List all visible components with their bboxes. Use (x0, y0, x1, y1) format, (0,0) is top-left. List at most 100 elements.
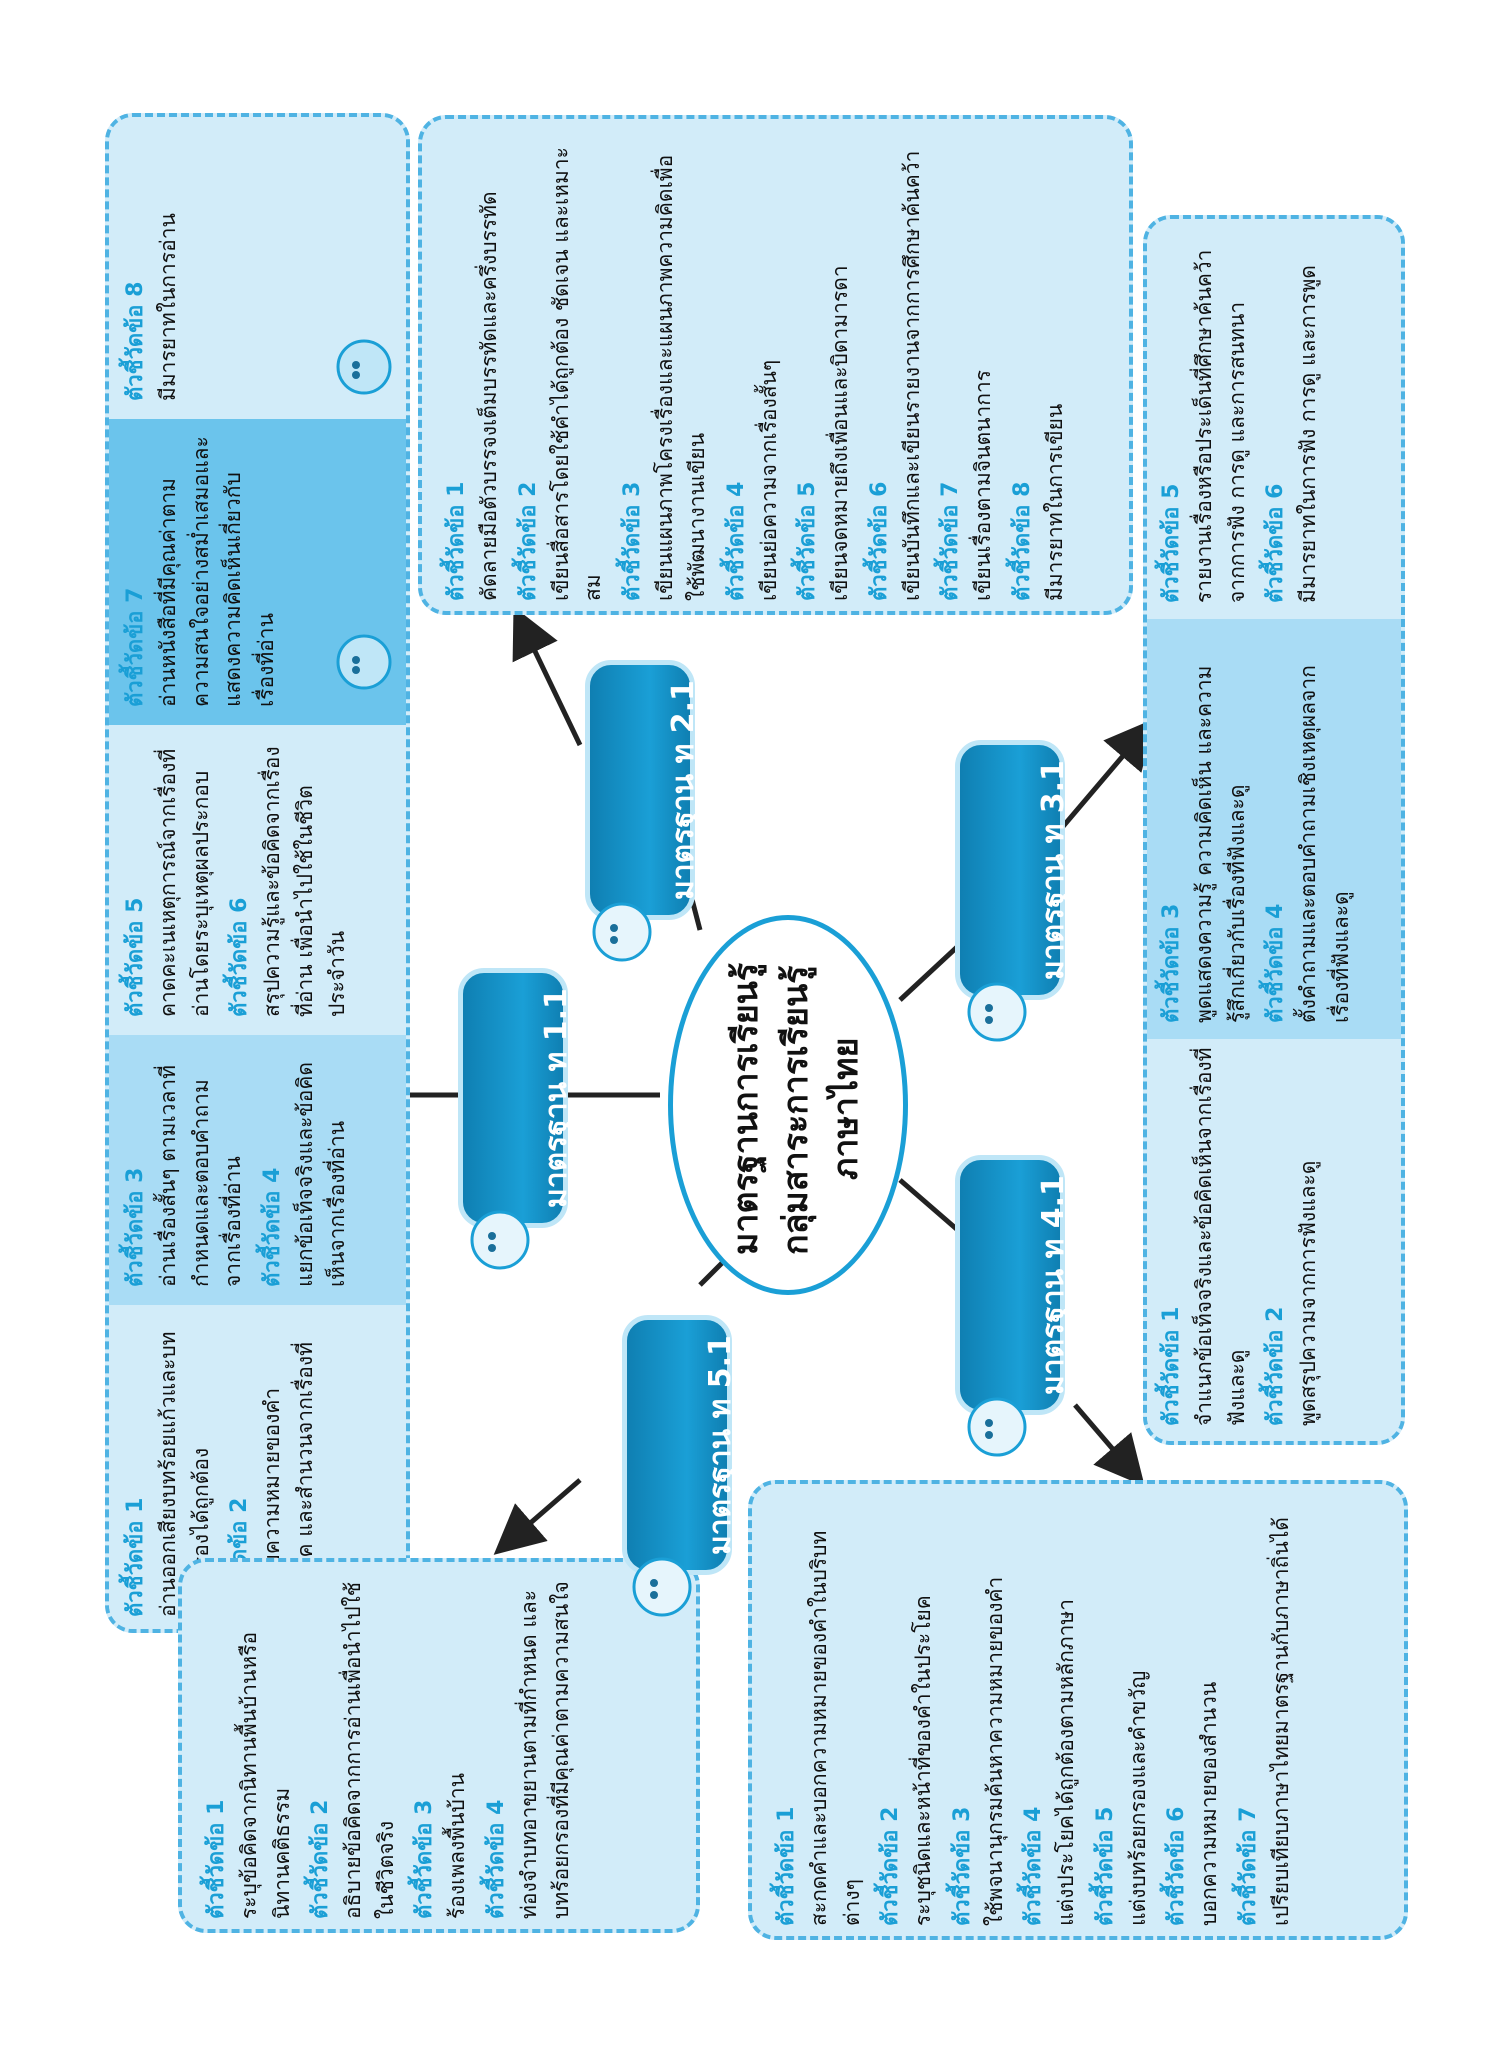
indicator-label: ตัวชี้วัดข้อ 7 (1235, 1806, 1261, 1926)
indicator-item: ตัวชี้วัดข้อ 7 เขียนเรื่องตามจินตนาการ (932, 137, 1000, 601)
indicator-text: เขียนจดหมายถึงเพื่อนและบิดามารดา (828, 265, 853, 601)
mascot-icon (632, 1557, 692, 1617)
standard-label: มาตรฐาน ท 5.1 (703, 1335, 738, 1555)
panel-standard-2-1: ตัวชี้วัดข้อ 1 คัดลายมือตัวบรรจงเต็มบรรทั… (418, 115, 1133, 615)
indicator-item: ตัวชี้วัดข้อ 7 เปรียบเทียบภาษาไทยมาตรฐานก… (1230, 1502, 1298, 1926)
indicator-text: เปรียบเทียบภาษาไทยมาตรฐานกับภาษาถิ่นได้ (1268, 1517, 1293, 1926)
indicator-label: ตัวชี้วัดข้อ 1 (444, 481, 469, 601)
indicator-label: ตัวชี้วัดข้อ 1 (774, 1806, 799, 1926)
panel-3-1-col3: ตัวชี้วัดข้อ 5 รายงานเรื่องหรือประเด็นที่… (1147, 226, 1401, 611)
panel-1-1-col3-bg (109, 725, 406, 1035)
indicator-label: ตัวชี้วัดข้อ 3 (412, 1799, 438, 1919)
indicator-text: ท่องจำบทอาขยานตามที่กำหนด และบทร้อยกรองท… (516, 1581, 574, 1919)
indicator-label: ตัวชี้วัดข้อ 6 (1263, 483, 1289, 603)
indicator-text: เขียนเรื่องตามจินตนาการ (971, 369, 996, 601)
indicator-label: ตัวชี้วัดข้อ 2 (878, 1806, 904, 1926)
indicator-label: ตัวชี้วัดข้อ 2 (1263, 1306, 1289, 1426)
center-title-line2: กลุ่มสาระการเรียนรู้ (776, 965, 816, 1255)
panel-3-1-col3-bg (1147, 219, 1401, 619)
standard-label: มาตรฐาน ท 3.1 (1036, 760, 1071, 980)
indicator-label: ตัวชี้วัดข้อ 7 (123, 587, 148, 707)
indicator-text: พูดแสดงความรู้ ความคิดเห็น และความรู้สึก… (1192, 665, 1249, 1023)
standard-label: มาตรฐาน ท 4.1 (1036, 1175, 1071, 1395)
indicator-label: ตัวชี้วัดข้อ 2 (515, 481, 541, 601)
indicator-label: ตัวชี้วัดข้อ 3 (123, 1167, 148, 1287)
indicator-label: ตัวชี้วัดข้อ 4 (483, 1799, 509, 1919)
indicator-text: ระบุชนิดและหน้าที่ของคำในประโยค (911, 1595, 936, 1926)
center-bubble: มาตรฐานการเรียนรู้ กลุ่มสาระการเรียนรู้ … (668, 915, 908, 1295)
standard-label: มาตรฐาน ท 2.1 (666, 680, 701, 900)
indicator-label: ตัวชี้วัดข้อ 8 (1009, 481, 1035, 601)
indicator-text: มีมารยาทในการอ่าน (156, 213, 180, 401)
indicator-item: ตัวชี้วัดข้อ 2 ระบุชนิดและหน้าที่ของคำในป… (872, 1502, 940, 1926)
standard-box-1-1: มาตรฐาน ท 1.1 (458, 968, 574, 1228)
indicator-text: คาดคะเนเหตุการณ์จากเรื่องที่อ่านโดยระบุเ… (156, 748, 213, 1017)
panel-3-1-col1-bg (1147, 1039, 1401, 1441)
panel-3-1-col1: ตัวชี้วัดข้อ 1 จำแนกข้อเท็จจริงและข้อคิดเ… (1147, 1039, 1401, 1434)
indicator-item: ตัวชี้วัดข้อ 4 แต่งประโยคได้ถูกต้องตามหลั… (1015, 1502, 1083, 1926)
indicator-label: ตัวชี้วัดข้อ 5 (795, 481, 821, 601)
indicator-text: คัดลายมือตัวบรรจงเต็มบรรทัดและครึ่งบรรทั… (477, 191, 501, 601)
indicator-label: ตัวชี้วัดข้อ 6 (866, 481, 892, 601)
indicator-label: ตัวชี้วัดข้อ 8 (123, 281, 148, 401)
indicator-item: ตัวชี้วัดข้อ 5 เขียนจดหมายถึงเพื่อนและบิด… (789, 137, 857, 601)
arrow-3-1 (1058, 718, 1155, 832)
indicator-text: อ่านหนังสือที่มีคุณค่าตามความสนใจอย่างสม… (156, 436, 278, 707)
panel-standard-5-1: ตัวชี้วัดข้อ 1 ระบุข้อคิดจากนิทานพื้นบ้าน… (178, 1558, 700, 1933)
indicator-item: ตัวชี้วัดข้อ 4 ท่องจำบทอาขยานตามที่กำหนด … (478, 1580, 578, 1919)
mascot-icon (592, 902, 652, 962)
indicator-item: ตัวชี้วัดข้อ 1 คัดลายมือตัวบรรจงเต็มบรรทั… (438, 137, 506, 601)
indicator-item: ตัวชี้วัดข้อ 8 มีมารยาทในการเขียน (1004, 137, 1072, 601)
standard-label: มาตรฐาน ท 1.1 (539, 988, 574, 1208)
mascot-icon (470, 1210, 530, 1270)
indicator-item: ตัวชี้วัดข้อ 2 เขียนสื่อสารโดยใช้คำได้ถูก… (510, 137, 610, 601)
indicator-text: แยกข้อเท็จจริงและข้อคิดเห็นจากเรื่องที่อ… (292, 1061, 350, 1287)
arrow-4-1 (1073, 1403, 1145, 1487)
indicator-text: แต่งประโยคได้ถูกต้องตามหลักภาษา (1054, 1598, 1079, 1926)
indicator-label: ตัวชี้วัดข้อ 5 (1159, 483, 1184, 603)
indicator-text: สรุปความรู้และข้อคิดจากเรื่องที่อ่าน เพื… (260, 746, 350, 1017)
mascot-icon (967, 982, 1027, 1042)
indicator-text: บอกความหมายของสำนวน (1197, 1681, 1222, 1926)
indicator-text: แต่งบทร้อยกรองและคำขวัญ (1125, 1670, 1150, 1926)
indicator-label: ตัวชี้วัดข้อ 1 (123, 1497, 148, 1617)
panel-5-1-content: ตัวชี้วัดข้อ 1 ระบุข้อคิดจากนิทานพื้นบ้าน… (192, 1572, 692, 1927)
indicator-label: ตัวชี้วัดข้อ 4 (1263, 903, 1289, 1023)
indicator-text: เขียนแผนภาพโครงเรื่องและแผนภาพความคิดเพื… (652, 154, 710, 601)
indicator-label: ตัวชี้วัดข้อ 6 (227, 897, 253, 1017)
indicator-text: จำแนกข้อเท็จจริงและข้อคิดเห็นจากเรื่องที… (1192, 1047, 1249, 1426)
indicator-text: เขียนสื่อสารโดยใช้คำได้ถูกต้อง ชัดเจน แล… (548, 147, 606, 601)
center-title-line1: มาตรฐานการเรียนรู้ (726, 962, 766, 1255)
indicator-text: ตั้งคำถามและตอบคำถามเชิงเหตุผลจากเรื่องท… (1296, 665, 1353, 1023)
indicator-label: ตัวชี้วัดข้อ 1 (204, 1799, 229, 1919)
mascot-icon (967, 1397, 1027, 1457)
standard-box-5-1: มาตรฐาน ท 5.1 (622, 1315, 738, 1575)
standard-box-3-1: มาตรฐาน ท 3.1 (955, 740, 1071, 1000)
indicator-label: ตัวชี้วัดข้อ 7 (938, 481, 964, 601)
cartoon-girl-icon (336, 339, 392, 395)
indicator-text: มีมารยาทในการเขียน (1042, 403, 1067, 601)
indicator-text: ระบุข้อคิดจากนิทานพื้นบ้านหรือนิทานคติธร… (237, 1631, 294, 1919)
standard-box-4-1: มาตรฐาน ท 4.1 (955, 1155, 1071, 1415)
standard-box-2-1: มาตรฐาน ท 2.1 (585, 660, 701, 920)
center-title-line3: ภาษาไทย (826, 1037, 866, 1180)
arrow-5-1 (493, 1478, 582, 1555)
indicator-text: รายงานเรื่องหรือประเด็นที่ศึกษาค้นคว้าจา… (1192, 249, 1249, 603)
indicator-label: ตัวชี้วัดข้อ 3 (619, 481, 645, 601)
panel-2-1-content: ตัวชี้วัดข้อ 1 คัดลายมือตัวบรรจงเต็มบรรทั… (432, 129, 1129, 609)
indicator-label: ตัวชี้วัดข้อ 4 (1021, 1806, 1047, 1926)
indicator-text: พูดสรุปความจากการฟังและดู (1296, 1160, 1321, 1426)
indicator-label: ตัวชี้วัดข้อ 1 (1159, 1306, 1184, 1426)
indicator-label: ตัวชี้วัดข้อ 3 (949, 1806, 975, 1926)
